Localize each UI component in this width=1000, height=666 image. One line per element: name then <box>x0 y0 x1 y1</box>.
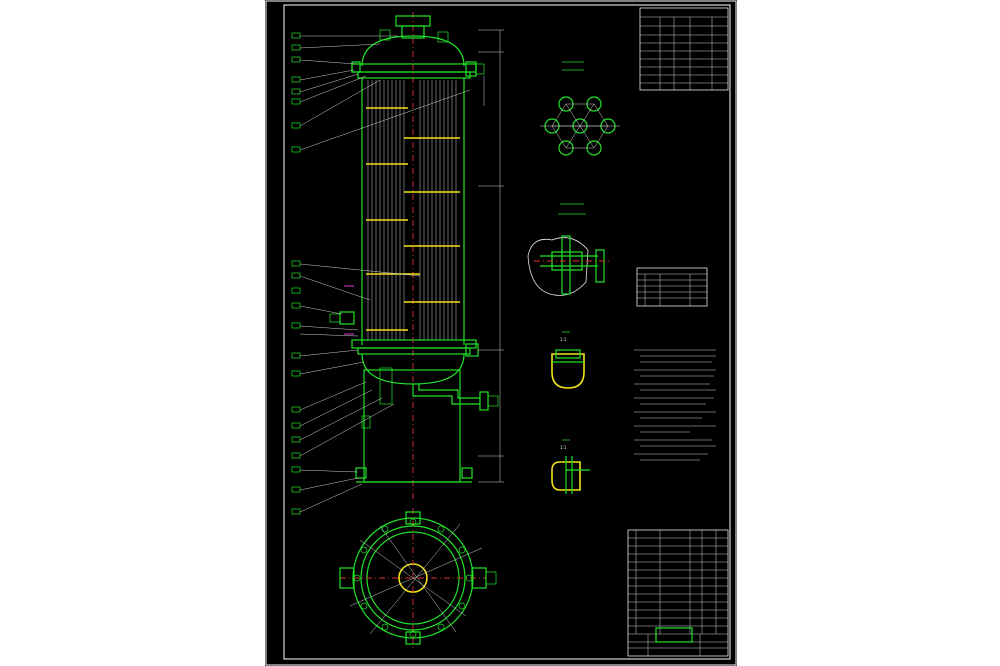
outer-border <box>265 0 737 666</box>
tube-layout-detail <box>540 61 620 156</box>
part-leaders <box>299 35 471 513</box>
sheet-background <box>265 0 737 666</box>
vessel-elevation <box>329 12 499 500</box>
spec-table <box>639 7 729 91</box>
weld-detail-upper: 1:1 <box>551 331 585 389</box>
technical-notes <box>634 349 716 461</box>
svg-text:1:1: 1:1 <box>560 445 567 450</box>
svg-text:1:1: 1:1 <box>560 337 567 342</box>
bill-of-materials <box>627 529 729 657</box>
part-balloons <box>291 32 301 515</box>
baffle-set <box>366 107 460 331</box>
nozzle-section-detail <box>527 203 610 296</box>
tube-bundle <box>367 80 457 340</box>
nozzle-table <box>636 267 708 307</box>
weld-detail-lower: 1:1 <box>551 439 590 494</box>
title-block <box>628 627 728 656</box>
dimension-lines <box>478 29 504 483</box>
inner-border <box>283 4 731 660</box>
flange-plan-view <box>339 508 497 648</box>
